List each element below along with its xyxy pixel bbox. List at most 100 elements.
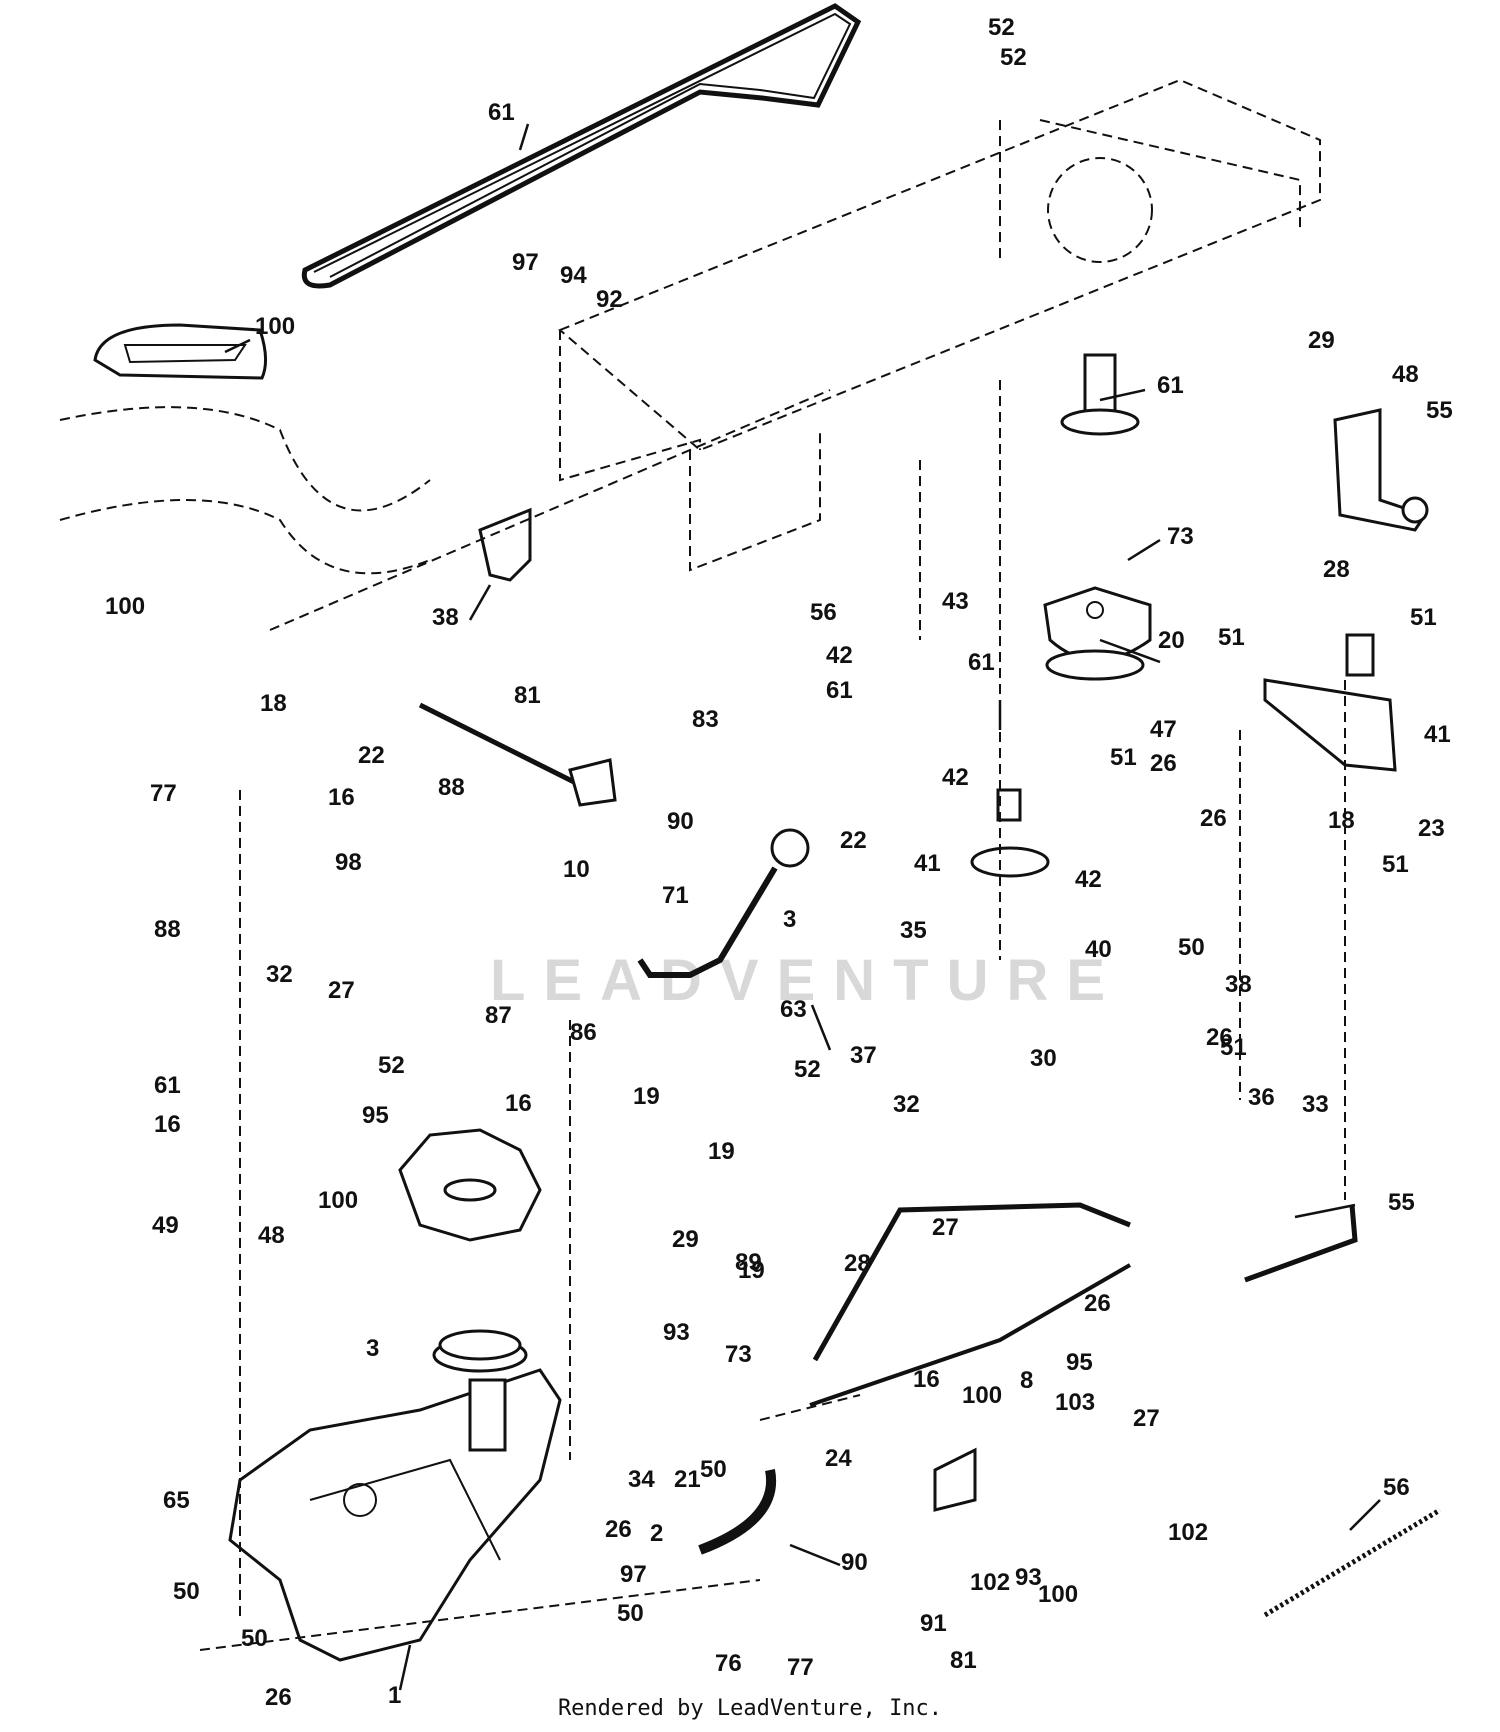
callout: 26 [1200, 805, 1227, 832]
callout: 100 [255, 313, 295, 340]
callout: 38 [432, 604, 459, 631]
callout: 95 [362, 1102, 389, 1129]
callout: 52 [378, 1052, 405, 1079]
callout: 90 [841, 1549, 868, 1576]
callout: 18 [1328, 807, 1355, 834]
callout: 50 [173, 1578, 200, 1605]
callout: 97 [620, 1561, 647, 1588]
callout: 16 [505, 1090, 532, 1117]
callout: 27 [328, 977, 355, 1004]
callout: 73 [725, 1341, 752, 1368]
transaxle-1 [228, 1368, 562, 1662]
shift-rod-28 [809, 1202, 1131, 1407]
callout: 3 [783, 906, 796, 933]
callout: 16 [913, 1366, 940, 1393]
callout: 16 [328, 784, 355, 811]
callout: 63 [780, 996, 807, 1023]
callout: 52 [1000, 44, 1027, 71]
callout: 26 [1084, 1290, 1111, 1317]
credit-line: Rendered by LeadVenture, Inc. [557, 1696, 943, 1721]
callout: 95 [1066, 1349, 1093, 1376]
callout: 10 [563, 856, 590, 883]
callout: 61 [1157, 372, 1184, 399]
shift-plate-89 [93, 323, 267, 380]
callout: 86 [570, 1019, 597, 1046]
callout: 65 [163, 1487, 190, 1514]
callout: 42 [1075, 866, 1102, 893]
callout: 73 [1167, 523, 1194, 550]
callout: 41 [1424, 721, 1451, 748]
callout: 27 [1133, 1405, 1160, 1432]
callout: 28 [844, 1250, 871, 1277]
callout: 89 [735, 1249, 762, 1276]
callout: 51 [1382, 851, 1409, 878]
callout: 20 [1158, 627, 1185, 654]
callout: 56 [1383, 1474, 1410, 1501]
callout: 93 [1015, 1564, 1042, 1591]
callout: 61 [826, 677, 853, 704]
callout: 33 [1302, 1091, 1329, 1118]
bracket-104 [933, 1447, 977, 1512]
callout: 71 [662, 882, 689, 909]
callout: 50 [700, 1456, 727, 1483]
fan-94 [398, 1128, 542, 1242]
callout: 61 [154, 1072, 181, 1099]
callout: 51 [1110, 744, 1137, 771]
shift-lever-8 [637, 828, 810, 978]
callout: 48 [258, 1222, 285, 1249]
callout: 81 [950, 1647, 977, 1674]
callout: 42 [826, 642, 853, 669]
pulley-63 [1060, 353, 1140, 436]
leader-lines [224, 123, 1381, 1691]
alignment-lines [199, 120, 1346, 1651]
callout: 24 [825, 1445, 852, 1472]
callout: 50 [617, 1600, 644, 1627]
callout: 26 [1150, 750, 1177, 777]
callout: 51 [1218, 624, 1245, 651]
callout: 102 [970, 1569, 1010, 1596]
callout: 97 [512, 249, 539, 276]
callout: 1 [388, 1682, 401, 1709]
callout: 22 [358, 742, 385, 769]
callout: 83 [692, 706, 719, 733]
callout: 26 [605, 1516, 632, 1543]
shift-rod-81 [418, 702, 617, 807]
callout: 93 [663, 1319, 690, 1346]
callout: 92 [596, 286, 623, 313]
callout: 19 [633, 1083, 660, 1110]
callout: 100 [105, 593, 145, 620]
callout: 90 [667, 808, 694, 835]
frame-dashed [59, 78, 1321, 575]
callout: 52 [794, 1056, 821, 1083]
callout: 61 [488, 99, 515, 126]
callout: 49 [152, 1212, 179, 1239]
callout: 41 [914, 850, 941, 877]
callout: 47 [1150, 716, 1177, 743]
callout: 100 [1038, 1581, 1078, 1608]
callout: 76 [715, 1650, 742, 1677]
callout: 52 [988, 14, 1015, 41]
hose-93 [698, 1469, 777, 1555]
callout: 29 [672, 1226, 699, 1253]
callout: 100 [318, 1187, 358, 1214]
callout: 18 [260, 690, 287, 717]
callout: 91 [920, 1610, 947, 1637]
callout: 103 [1055, 1389, 1095, 1416]
callout: 28 [1323, 556, 1350, 583]
callout: 19 [708, 1138, 735, 1165]
callout: 38 [1225, 971, 1252, 998]
watermark: LEADVENTURE [490, 948, 1123, 1013]
idler-pulley-38 [970, 788, 1050, 878]
callout: 55 [1426, 397, 1453, 424]
callout: 100 [962, 1382, 1002, 1409]
callout: 88 [438, 774, 465, 801]
callout: 37 [850, 1042, 877, 1069]
callout: 56 [810, 599, 837, 626]
clutch-pulley-9 [1043, 586, 1152, 681]
callout: 34 [628, 1466, 655, 1493]
callout: 26 [1206, 1024, 1233, 1051]
rod-53 [1244, 1204, 1358, 1283]
callout: 50 [1178, 934, 1205, 961]
callout: 8 [1020, 1367, 1033, 1394]
